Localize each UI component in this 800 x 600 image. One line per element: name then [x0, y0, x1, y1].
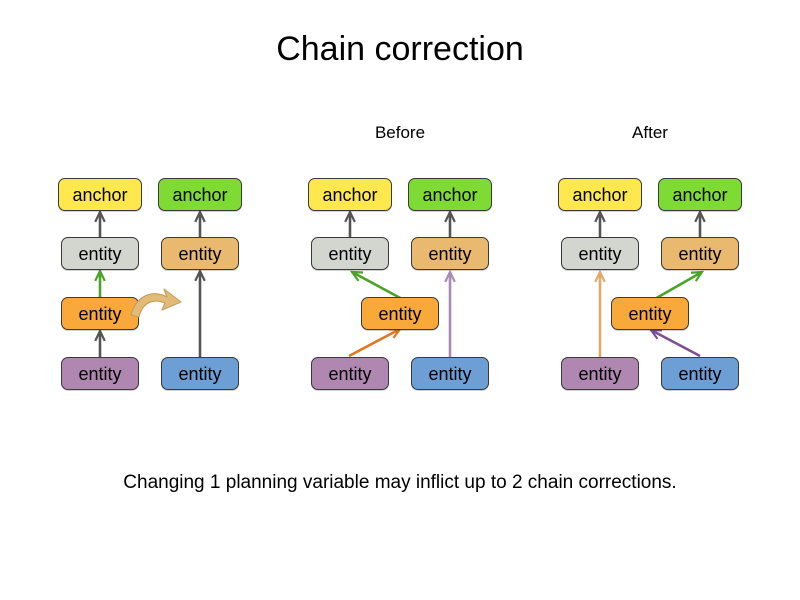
node-label: anchor: [572, 184, 628, 205]
node-label: entity: [578, 243, 622, 264]
node-anchor-a-anchor-y: anchor: [558, 178, 642, 211]
edge-before-tan-entity-to-green-anchor: [444, 209, 456, 237]
node-label: entity: [428, 363, 472, 384]
node-entity-a-ent-tan: entity: [661, 237, 739, 270]
edge-chains-gray-entity-to-yellow-anchor: [94, 209, 106, 237]
node-label: anchor: [172, 184, 228, 205]
panel-label-before: Before: [374, 123, 426, 142]
node-anchor-b-anchor-g: anchor: [408, 178, 492, 211]
node-anchor-c-anchor-g: anchor: [158, 178, 242, 211]
node-anchor-c-anchor-y: anchor: [58, 178, 142, 211]
node-label: entity: [628, 303, 672, 324]
node-label: entity: [678, 243, 722, 264]
edge-after-blue-entity-to-orange-entity: [648, 328, 701, 358]
node-entity-b-ent-pu: entity: [311, 357, 389, 390]
node-entity-a-ent-gray: entity: [561, 237, 639, 270]
edge-after-tan-entity-to-green-anchor: [694, 209, 706, 237]
node-label: anchor: [322, 184, 378, 205]
node-label: anchor: [72, 184, 128, 205]
node-entity-b-ent-or: entity: [361, 297, 439, 330]
node-entity-a-ent-bl: entity: [661, 357, 739, 390]
node-label: entity: [578, 363, 622, 384]
node-label: entity: [78, 243, 122, 264]
node-entity-a-ent-or: entity: [611, 297, 689, 330]
edge-after-purple-entity-to-gray-entity: [594, 269, 606, 357]
edge-chains-purple-entity-to-orange-entity: [94, 328, 106, 357]
node-label: entity: [178, 363, 222, 384]
edge-after-orange-entity-to-tan-entity: [652, 270, 705, 302]
node-label: entity: [678, 363, 722, 384]
node-anchor-b-anchor-y: anchor: [308, 178, 392, 211]
edge-after-gray-entity-to-yellow-anchor: [594, 209, 606, 237]
node-label: entity: [78, 303, 122, 324]
node-entity-c-ent-or: entity: [61, 297, 139, 330]
edge-before-blue-entity-to-tan-entity: [444, 269, 456, 357]
caption: Changing 1 planning variable may inflict…: [123, 472, 677, 493]
edge-before-orange-entity-to-gray-entity: [349, 270, 405, 302]
node-entity-a-ent-pu: entity: [561, 357, 639, 390]
edge-chains-blue-entity-to-tan-entity: [194, 268, 206, 357]
node-entity-c-ent-pu: entity: [61, 357, 139, 390]
edge-before-gray-entity-to-yellow-anchor: [344, 209, 356, 237]
edge-chains-orange-entity-to-gray-entity: [94, 268, 106, 297]
node-entity-b-ent-tan: entity: [411, 237, 489, 270]
edge-chains-tan-entity-to-green-anchor: [194, 209, 206, 237]
node-label: anchor: [672, 184, 728, 205]
node-label: entity: [428, 243, 472, 264]
node-anchor-a-anchor-g: anchor: [658, 178, 742, 211]
node-label: entity: [78, 363, 122, 384]
node-entity-b-ent-bl: entity: [411, 357, 489, 390]
node-label: entity: [328, 243, 372, 264]
node-label: entity: [378, 303, 422, 324]
node-entity-c-ent-bl: entity: [161, 357, 239, 390]
node-label: anchor: [422, 184, 478, 205]
node-label: entity: [328, 363, 372, 384]
node-entity-c-ent-gray: entity: [61, 237, 139, 270]
curved-move-arrow: [130, 288, 182, 318]
node-entity-c-ent-tan: entity: [161, 237, 239, 270]
page-title: Chain correction: [276, 30, 524, 68]
node-entity-b-ent-gray: entity: [311, 237, 389, 270]
panel-label-after: After: [632, 123, 668, 142]
node-label: entity: [178, 243, 222, 264]
